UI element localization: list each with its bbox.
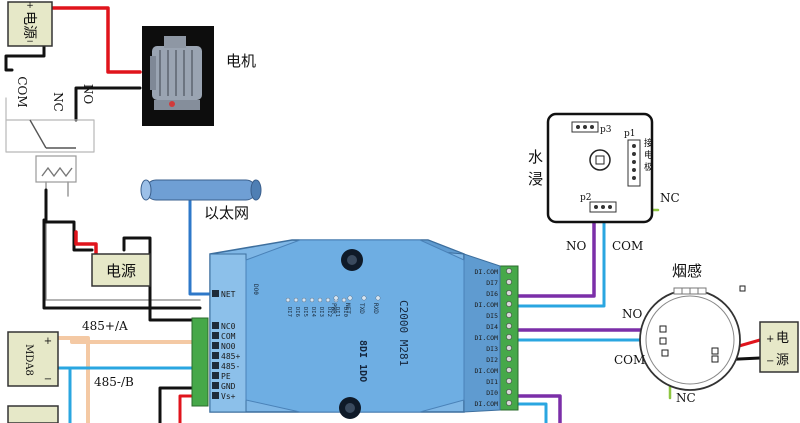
di-led-3: DI4 <box>310 307 316 318</box>
water-side-0: 接 <box>644 137 653 149</box>
wire-black-coil-power <box>42 218 202 310</box>
power-top-minus: − <box>26 37 34 47</box>
terminal-right-2: DI6 <box>486 290 498 298</box>
status-led-2: TXD <box>358 303 365 314</box>
terminal-left-7: GND <box>221 382 236 391</box>
terminal-left-8: Vs+ <box>221 392 236 401</box>
motor: 电机 <box>142 26 256 126</box>
water-p1: p1 <box>624 129 636 139</box>
sensor-485-label: MDA8 <box>23 344 34 376</box>
power-right-label-2: 源 <box>776 353 789 368</box>
ethernet-pipe: 以太网 <box>140 179 262 222</box>
io-module: NET NC0 COM NO0 485+ 485- PE GND Vs+ DI.… <box>191 239 519 419</box>
ethernet-label: 以太网 <box>204 204 249 222</box>
terminal-left-4: 485+ <box>221 352 240 361</box>
di-led-2: DI5 <box>302 307 308 317</box>
power-top-label: 电源 <box>21 11 37 39</box>
smoke-nc: NC <box>676 391 696 405</box>
wire-blue-ethernet <box>188 198 212 296</box>
sensor-485-plus: + <box>44 336 52 347</box>
wire-black-relay-mid <box>44 188 94 252</box>
smoke-label: 烟感 <box>672 262 702 280</box>
wire-black-power-com <box>4 42 46 72</box>
sensor-485-a-label: 485+/A <box>82 319 128 333</box>
di-led-1: DI6 <box>294 307 300 317</box>
terminal-right-8: DI2 <box>486 356 498 364</box>
power-right-plus: + <box>766 334 774 345</box>
water-side-1: 电 <box>644 149 653 161</box>
wire-purple-water-no <box>516 208 596 298</box>
relay-nc-label: NC <box>51 92 65 112</box>
water-p3: p3 <box>600 125 612 135</box>
sensor-485: + − MDA8 485+/A 485-/B <box>7 319 134 423</box>
wire-black-motor-no <box>74 86 142 122</box>
sensor-485-b-label: 485-/B <box>94 375 134 389</box>
water-label-2: 浸 <box>528 170 543 188</box>
water-no: NO <box>566 239 587 253</box>
di-led-4: DI3 <box>318 307 324 317</box>
power-mid-label: 电源 <box>106 262 136 280</box>
wire-red-mid <box>74 230 98 256</box>
wire-purple-bottom <box>516 394 562 423</box>
terminal-left-1: NC0 <box>221 322 236 331</box>
power-right: + 电 − 源 <box>759 321 799 373</box>
module-model: C2000 M281 <box>397 300 410 366</box>
terminal-right-1: DI7 <box>486 279 498 287</box>
status-led-3: RXD <box>372 303 379 314</box>
water-label-1: 水 <box>528 148 543 166</box>
smoke-no: NO <box>622 307 643 321</box>
water-nc: NC <box>660 191 680 205</box>
wire-black-mid-module <box>122 236 202 322</box>
wire-black-bottom <box>158 386 208 423</box>
di-led-0: DI7 <box>286 307 292 317</box>
terminal-right-12: DI.COM <box>475 400 499 408</box>
terminal-right-11: DI0 <box>486 389 498 397</box>
module-io: 8DI 1DO <box>357 340 368 382</box>
smoke-sensor: 烟感 NO COM NC <box>614 262 746 405</box>
terminal-left-6: PE <box>221 372 231 381</box>
di-led-6: DI1 <box>334 307 340 317</box>
terminal-right-7: DI3 <box>486 345 498 353</box>
relay-box <box>5 97 95 153</box>
power-right-label-1: 电 <box>776 331 789 346</box>
power-top: + − 电源 <box>7 1 53 47</box>
motor-label: 电机 <box>226 52 256 70</box>
wire-red-power-motor <box>50 6 142 74</box>
terminal-left-3: NO0 <box>221 342 236 351</box>
terminal-right-6: DI.COM <box>475 334 499 342</box>
status-led-1: NET <box>344 303 351 314</box>
power-mid: 电源 <box>91 253 151 287</box>
sensor-485-minus: − <box>44 374 52 385</box>
terminal-right-4: DI5 <box>486 312 498 320</box>
terminal-right-10: DI1 <box>486 378 498 386</box>
di-led-7: DI0 <box>342 307 348 317</box>
power-top-plus: + <box>26 1 34 11</box>
water-com: COM <box>612 239 643 253</box>
water-sensor: p3 p1 p2 接 电 极 水 浸 NC NO COM <box>528 112 680 253</box>
relay-com-label: COM <box>15 76 29 107</box>
wire-blue-485b-down <box>58 366 72 423</box>
water-side-2: 极 <box>644 161 653 173</box>
smoke-com: COM <box>614 353 645 367</box>
wire-blue-water-com <box>516 210 606 308</box>
terminal-right-3: DI.COM <box>475 301 499 309</box>
wire-blue-bottom <box>516 402 548 423</box>
water-p2: p2 <box>580 193 592 203</box>
terminal-right-5: DI4 <box>486 323 498 331</box>
terminal-right-0: DI.COM <box>475 268 499 276</box>
terminal-left-2: COM <box>221 332 236 341</box>
wire-orange-485a-down <box>58 336 90 423</box>
terminal-left-5: 485- <box>221 362 240 371</box>
led-do-label: DO0 <box>252 284 259 295</box>
status-led-0: PWR <box>330 303 337 314</box>
relay: COM NC NO <box>15 76 95 183</box>
di-led-5: DI2 <box>326 307 332 317</box>
terminal-right-9: DI.COM <box>475 367 499 375</box>
relay-no-label: NO <box>81 84 95 105</box>
power-right-minus: − <box>766 356 774 367</box>
terminal-left-0: NET <box>221 290 236 299</box>
